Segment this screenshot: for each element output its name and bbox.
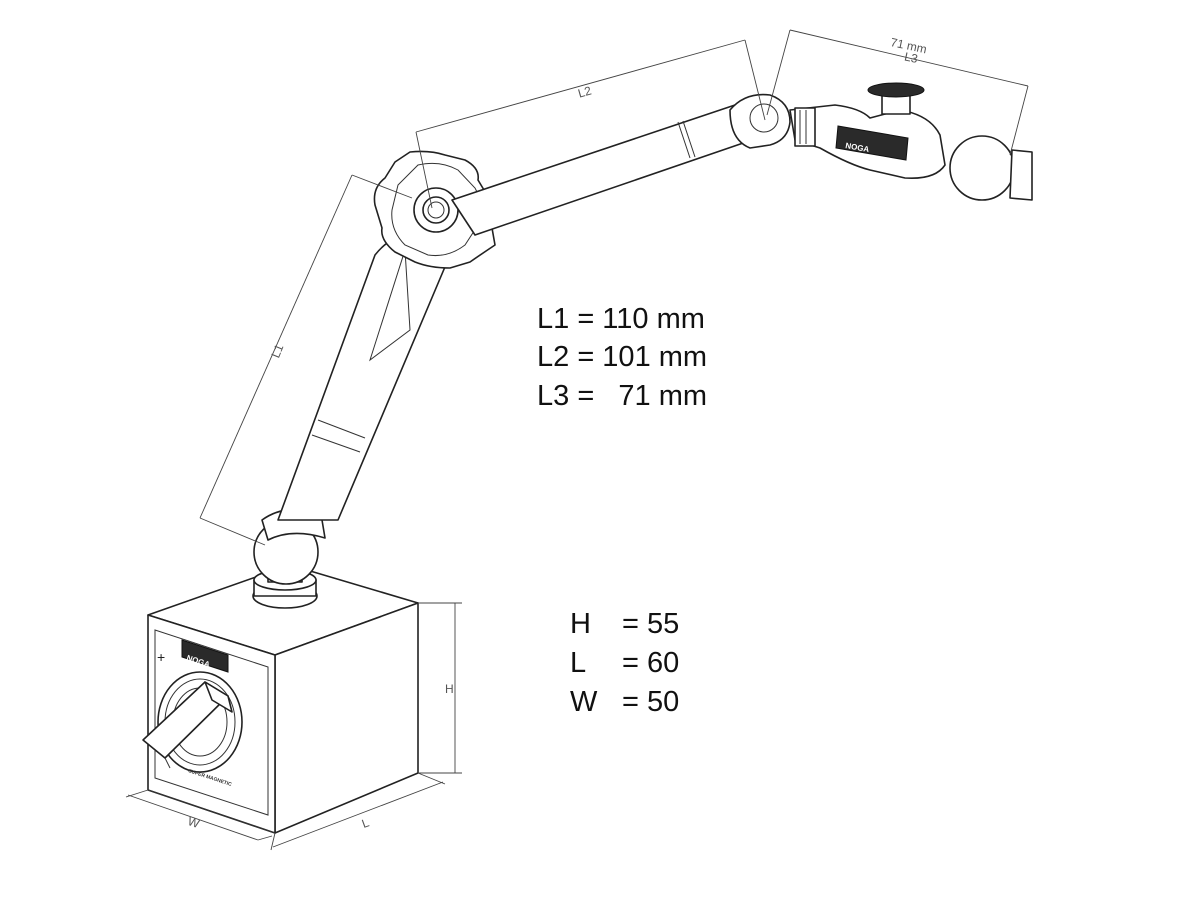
center-clamp-knob [373, 150, 497, 269]
dimension-label-w: W [186, 814, 202, 831]
arm-spec-l1: L1 = 110 mm [537, 303, 705, 335]
fine-adjust-head: NOGA [789, 82, 1033, 201]
arm-specs: L1 = 110 mm L2 = 101 mm L3 = 71 mm [537, 303, 707, 412]
lower-ball-joint [253, 509, 326, 585]
base-spec-h-key: H [570, 608, 591, 640]
magnetic-base: NOGA + SUPER MAGNETIC [142, 564, 419, 834]
dimension-l1: L1 [199, 174, 413, 546]
upper-ball-joint [729, 93, 791, 149]
base-spec-l-key: L [570, 647, 586, 679]
base-spec-l-value: = 60 [622, 647, 679, 679]
base-spec-w-key: W [570, 686, 598, 718]
dimension-label-l: L [360, 815, 371, 831]
dimension-w: W [125, 789, 273, 841]
base-spec-h-value: = 55 [622, 608, 679, 640]
arm-spec-l2: L2 = 101 mm [537, 341, 707, 373]
base-spec-w-value: = 50 [622, 686, 679, 718]
base-specs: H = 55 L = 60 W = 50 [570, 608, 679, 718]
dimension-label-l3: L3 [903, 50, 919, 67]
arm-spec-l3: L3 = 71 mm [537, 380, 707, 412]
dimension-l2: L2 [415, 39, 766, 209]
svg-text:NOGA: NOGA [845, 141, 870, 154]
upper-arm [451, 104, 753, 236]
dimension-label-l1: L1 [268, 342, 286, 360]
on-off-lever [142, 681, 233, 769]
dimension-label-h: H [445, 682, 454, 696]
dimension-l: L [270, 772, 446, 851]
indicator-holder-ball [949, 135, 1015, 201]
switch-symbol: + [157, 649, 165, 665]
dimension-h: H [418, 602, 462, 774]
fine-adjust-knob [867, 82, 925, 115]
lower-arm [277, 233, 451, 521]
dimension-label-l2: L2 [576, 83, 593, 100]
head-brand-logo: NOGA [835, 125, 909, 161]
